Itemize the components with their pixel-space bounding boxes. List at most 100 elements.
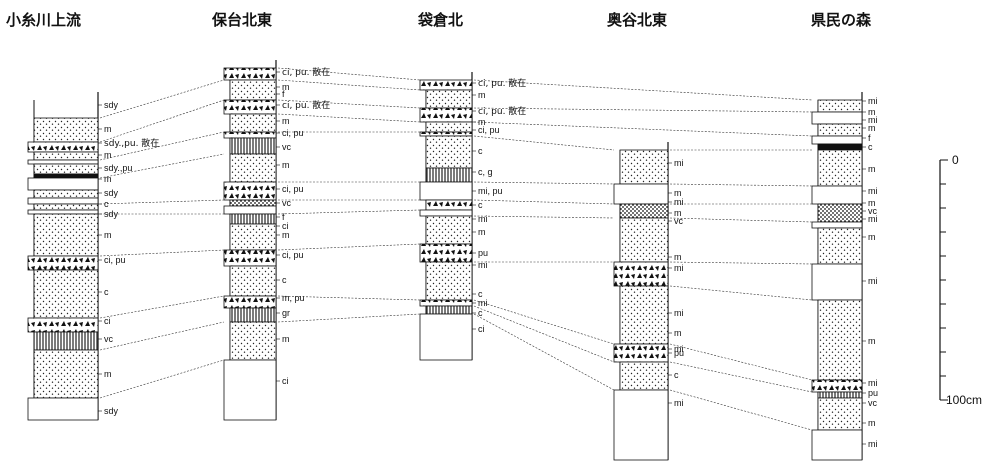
layer-label: m	[868, 107, 876, 117]
layer-label: m	[478, 227, 486, 237]
layer-label: pu	[674, 348, 684, 358]
layer-label: mi	[674, 344, 684, 354]
correlation-line	[669, 389, 813, 431]
correlation-lines	[99, 67, 813, 431]
lithology-layer	[425, 121, 473, 133]
layer-label: c	[868, 142, 873, 152]
layer-label: sdy	[104, 100, 119, 110]
layer-label: vc	[868, 206, 878, 216]
lithology-layer	[229, 321, 277, 361]
correlation-line	[473, 199, 615, 205]
lithology-layer	[425, 261, 473, 301]
correlation-line	[277, 209, 421, 215]
layer-label: m	[674, 252, 682, 262]
layer-label: m	[868, 232, 876, 242]
lithology-layer	[613, 261, 669, 287]
column-title-1: 小糸川上流	[6, 11, 81, 29]
layer-label: vc	[282, 198, 292, 208]
lithology-layer	[619, 149, 669, 185]
lithology-layer	[811, 111, 863, 125]
correlation-line	[99, 295, 225, 319]
layer-label: sdy.,pu. 散在	[104, 137, 159, 149]
layer-label: c	[104, 199, 109, 209]
layer-label: c	[282, 275, 287, 285]
correlation-line	[473, 135, 615, 151]
correlation-line	[473, 313, 615, 391]
layer-label: mi	[674, 197, 684, 207]
correlation-line	[99, 321, 225, 351]
correlation-line	[99, 79, 225, 119]
correlation-line	[99, 249, 225, 257]
lithology-layer	[223, 295, 277, 309]
lithology-layer	[425, 199, 473, 211]
correlation-line	[669, 361, 813, 393]
lithology-layer	[223, 131, 277, 139]
layer-label: m	[478, 90, 486, 100]
layer-label: ci, pu	[104, 255, 126, 265]
layer-label: ci	[478, 324, 485, 334]
layer-label: mi	[868, 96, 878, 106]
layer-label: m	[282, 160, 290, 170]
lithology-layer	[811, 135, 863, 145]
correlation-line	[669, 343, 813, 381]
lithology-layer	[27, 397, 99, 421]
layer-label: mi	[478, 298, 488, 308]
correlation-line	[277, 295, 421, 301]
lithology-layer	[619, 203, 669, 219]
lithology-layer	[817, 299, 863, 381]
layer-label: m	[674, 208, 682, 218]
lithology-layer	[419, 107, 473, 123]
layer-label: m	[104, 369, 112, 379]
layer-label: vc	[868, 398, 878, 408]
layer-label: c, g	[478, 167, 493, 177]
lithology-layer	[27, 209, 99, 215]
layer-label: m	[104, 124, 112, 134]
correlation-line	[473, 181, 615, 185]
layer-label: sdy	[104, 406, 119, 416]
layer-label: m	[104, 150, 112, 160]
layer-label: pu	[478, 248, 488, 258]
lithology-layer	[425, 135, 473, 169]
lithology-layer	[33, 349, 99, 399]
lithology-layer	[817, 397, 863, 431]
lithology-layer	[223, 67, 277, 81]
correlation-line	[277, 243, 421, 251]
layer-label: f	[282, 89, 285, 99]
lithology-layer	[33, 163, 99, 175]
lithology-layer	[811, 185, 863, 205]
layer-label: m	[282, 230, 290, 240]
layer-label: mi	[868, 439, 878, 449]
lithology-layer	[33, 151, 99, 161]
lithology-layer	[27, 177, 99, 191]
lithology-layer	[229, 113, 277, 133]
layer-label: ci, pu	[282, 184, 304, 194]
correlation-line	[473, 215, 615, 219]
layer-label: mi	[674, 158, 684, 168]
lithology-layer	[613, 343, 669, 363]
layer-label: c	[104, 287, 109, 297]
lithology-layer	[619, 217, 669, 263]
lithology-layer	[419, 131, 473, 137]
layer-label: vc	[674, 216, 684, 226]
lithology-layer	[811, 263, 863, 301]
correlation-line	[99, 359, 225, 399]
lithology-layer	[33, 117, 99, 143]
layer-label: ci, pu. 散在	[478, 105, 526, 117]
lithology-layer	[619, 361, 669, 391]
layer-label: c	[478, 289, 483, 299]
lithology-layer	[229, 199, 277, 207]
lithology-layer	[229, 137, 277, 155]
layer-label: m	[104, 174, 112, 184]
layer-label: c	[478, 308, 483, 318]
layer-label: ci	[104, 316, 111, 326]
column-title-2: 保台北東	[211, 11, 272, 29]
layer-label: ci, pu	[478, 125, 500, 135]
lithology-layer	[33, 173, 99, 179]
layer-label: f	[868, 133, 871, 143]
correlation-line	[99, 153, 225, 179]
correlation-line	[277, 313, 421, 323]
